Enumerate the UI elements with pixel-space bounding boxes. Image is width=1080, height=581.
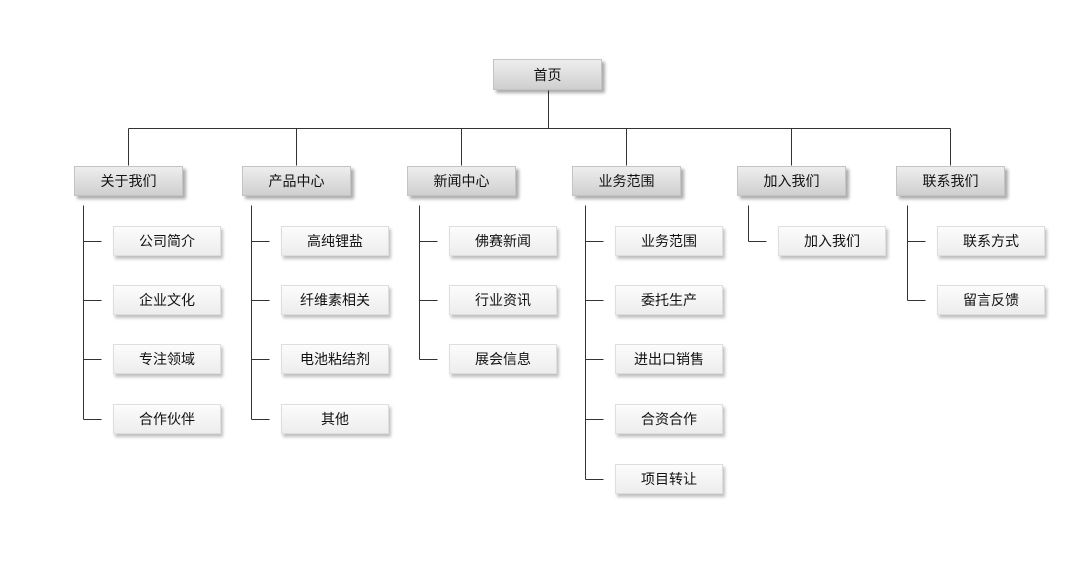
page-label: 加入我们: [804, 234, 860, 250]
root-node: 首页: [493, 59, 602, 90]
category-node: 产品中心: [242, 166, 351, 196]
page-label: 合作伙伴: [139, 412, 195, 428]
page-node: 纤维素相关: [281, 285, 389, 315]
category-label: 产品中心: [268, 174, 325, 190]
category-node: 业务范围: [572, 166, 681, 196]
page-label: 其他: [321, 412, 349, 428]
page-node: 业务范围: [615, 226, 723, 256]
category-node: 新闻中心: [407, 166, 516, 196]
page-label: 委托生产: [641, 293, 697, 309]
page-label: 合资合作: [641, 412, 697, 428]
page-node: 项目转让: [615, 464, 723, 494]
page-node: 加入我们: [778, 226, 886, 256]
page-label: 企业文化: [139, 293, 195, 309]
page-node: 高纯锂盐: [281, 226, 389, 256]
category-node: 关于我们: [74, 166, 183, 196]
page-label: 佛赛新闻: [475, 234, 531, 250]
category-label: 新闻中心: [433, 174, 490, 190]
page-label: 留言反馈: [963, 293, 1019, 309]
page-node: 专注领域: [113, 344, 221, 374]
page-node: 其他: [281, 404, 389, 434]
page-node: 展会信息: [449, 344, 557, 374]
page-node: 电池粘结剂: [281, 344, 389, 374]
category-node: 加入我们: [737, 166, 846, 196]
page-node: 合资合作: [615, 404, 723, 434]
page-label: 电池粘结剂: [300, 352, 370, 368]
page-label: 业务范围: [641, 234, 697, 250]
page-label: 联系方式: [963, 234, 1019, 250]
page-node: 合作伙伴: [113, 404, 221, 434]
category-node: 联系我们: [896, 166, 1005, 196]
page-label: 进出口销售: [634, 352, 704, 368]
category-label: 加入我们: [763, 174, 820, 190]
page-label: 展会信息: [475, 352, 531, 368]
page-label: 公司简介: [139, 234, 195, 250]
category-label: 业务范围: [598, 174, 655, 190]
page-node: 留言反馈: [937, 285, 1045, 315]
page-node: 佛赛新闻: [449, 226, 557, 256]
page-node: 企业文化: [113, 285, 221, 315]
page-label: 高纯锂盐: [307, 234, 363, 250]
page-label: 行业资讯: [475, 293, 531, 309]
page-node: 行业资讯: [449, 285, 557, 315]
root-label: 首页: [533, 67, 562, 84]
page-node: 联系方式: [937, 226, 1045, 256]
page-label: 专注领域: [139, 352, 195, 368]
category-label: 关于我们: [100, 174, 157, 190]
page-node: 进出口销售: [615, 344, 723, 374]
category-label: 联系我们: [922, 174, 979, 190]
page-label: 项目转让: [641, 472, 697, 488]
page-label: 纤维素相关: [300, 293, 370, 309]
page-node: 公司简介: [113, 226, 221, 256]
page-node: 委托生产: [615, 285, 723, 315]
